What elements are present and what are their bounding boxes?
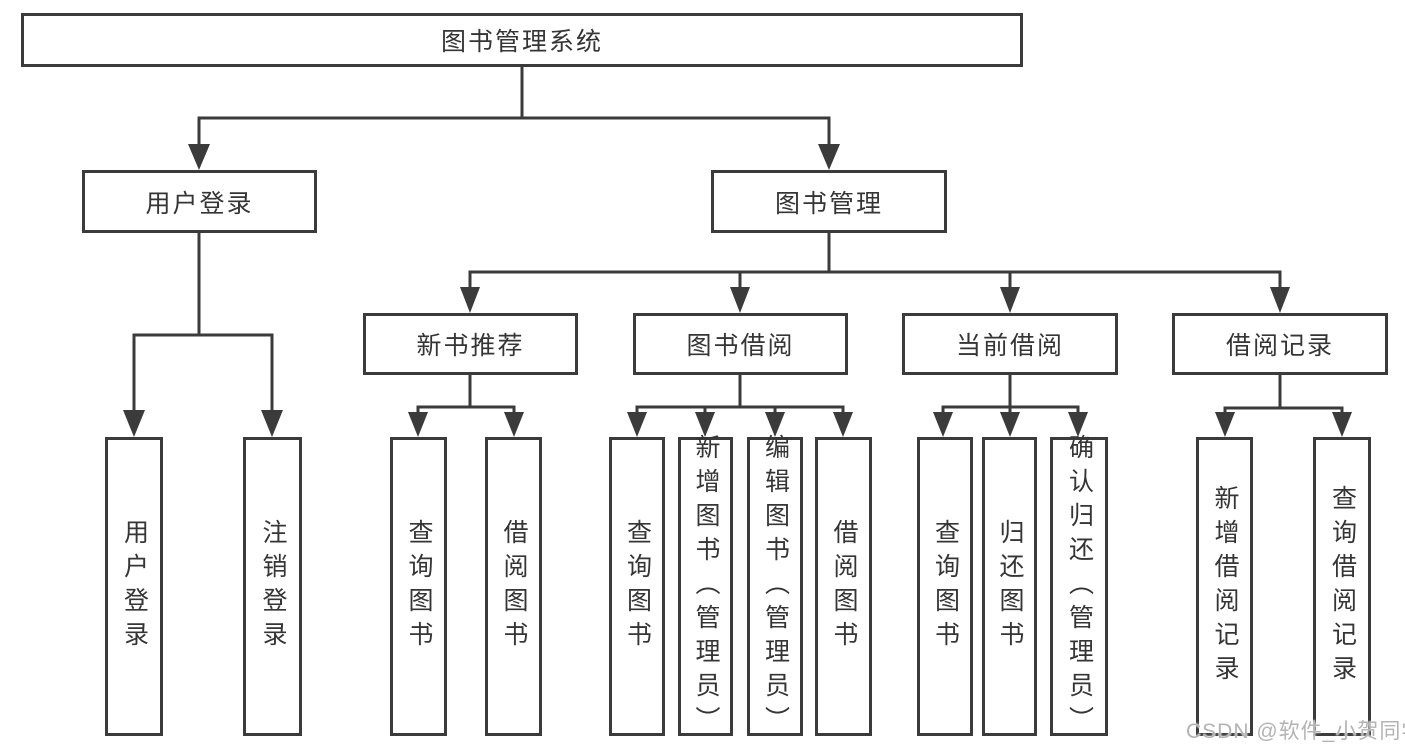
node-borrowing-records: 借阅记录 bbox=[1172, 313, 1388, 375]
node-label: 图书管理系统 bbox=[440, 28, 603, 56]
leaf-borrow-books-recommend: 借阅图书 bbox=[485, 437, 542, 736]
leaf-add-borrow-record: 新增借阅记录 bbox=[1196, 437, 1253, 736]
leaf-query-books-current: 查询图书 bbox=[917, 437, 973, 736]
leaf-query-borrow-record: 查询借阅记录 bbox=[1313, 437, 1371, 736]
node-current-borrowing: 当前借阅 bbox=[902, 313, 1118, 375]
node-label: 新增借阅记录 bbox=[1211, 484, 1239, 689]
node-label: 新增图书（管理员） bbox=[692, 433, 720, 740]
node-label: 图书管理 bbox=[774, 189, 883, 218]
node-new-book-recommend: 新书推荐 bbox=[363, 313, 578, 375]
node-label: 借阅图书 bbox=[500, 518, 528, 655]
leaf-return-book: 归还图书 bbox=[982, 437, 1037, 736]
node-label: 图书借阅 bbox=[686, 332, 795, 360]
node-book-management: 图书管理 bbox=[711, 170, 947, 233]
node-label: 确认归还（管理员） bbox=[1065, 433, 1094, 740]
node-label: 注销登录 bbox=[259, 518, 287, 655]
node-user-login: 用户登录 bbox=[82, 170, 317, 233]
node-label: 编辑图书（管理员） bbox=[761, 433, 790, 740]
node-label: 用户登录 bbox=[120, 518, 149, 655]
leaf-query-books-recommend: 查询图书 bbox=[390, 437, 447, 736]
csdn-watermark: CSDN @软件_小贺同学 bbox=[1186, 720, 1405, 743]
leaf-query-books-borrowing: 查询图书 bbox=[609, 437, 665, 736]
node-label: 查询图书 bbox=[405, 518, 433, 655]
leaf-add-book-admin: 新增图书（管理员） bbox=[678, 434, 733, 740]
node-label: 用户登录 bbox=[145, 189, 254, 218]
leaf-edit-book-admin: 编辑图书（管理员） bbox=[747, 434, 803, 740]
node-label: 查询借阅记录 bbox=[1328, 484, 1357, 689]
leaf-confirm-return-admin: 确认归还（管理员） bbox=[1050, 434, 1108, 740]
node-label: 借阅记录 bbox=[1225, 332, 1334, 360]
leaf-logout: 注销登录 bbox=[243, 437, 302, 736]
node-label: 借阅图书 bbox=[830, 518, 858, 655]
node-label: 查询图书 bbox=[623, 518, 652, 655]
node-label: 当前借阅 bbox=[955, 332, 1064, 360]
node-label: 查询图书 bbox=[931, 518, 960, 655]
node-label: 归还图书 bbox=[996, 518, 1024, 655]
node-book-borrowing: 图书借阅 bbox=[633, 313, 848, 375]
leaf-borrow-books-borrowing: 借阅图书 bbox=[815, 437, 872, 736]
leaf-user-login: 用户登录 bbox=[105, 437, 163, 736]
node-label: 新书推荐 bbox=[416, 332, 525, 360]
node-root: 图书管理系统 bbox=[21, 13, 1023, 67]
